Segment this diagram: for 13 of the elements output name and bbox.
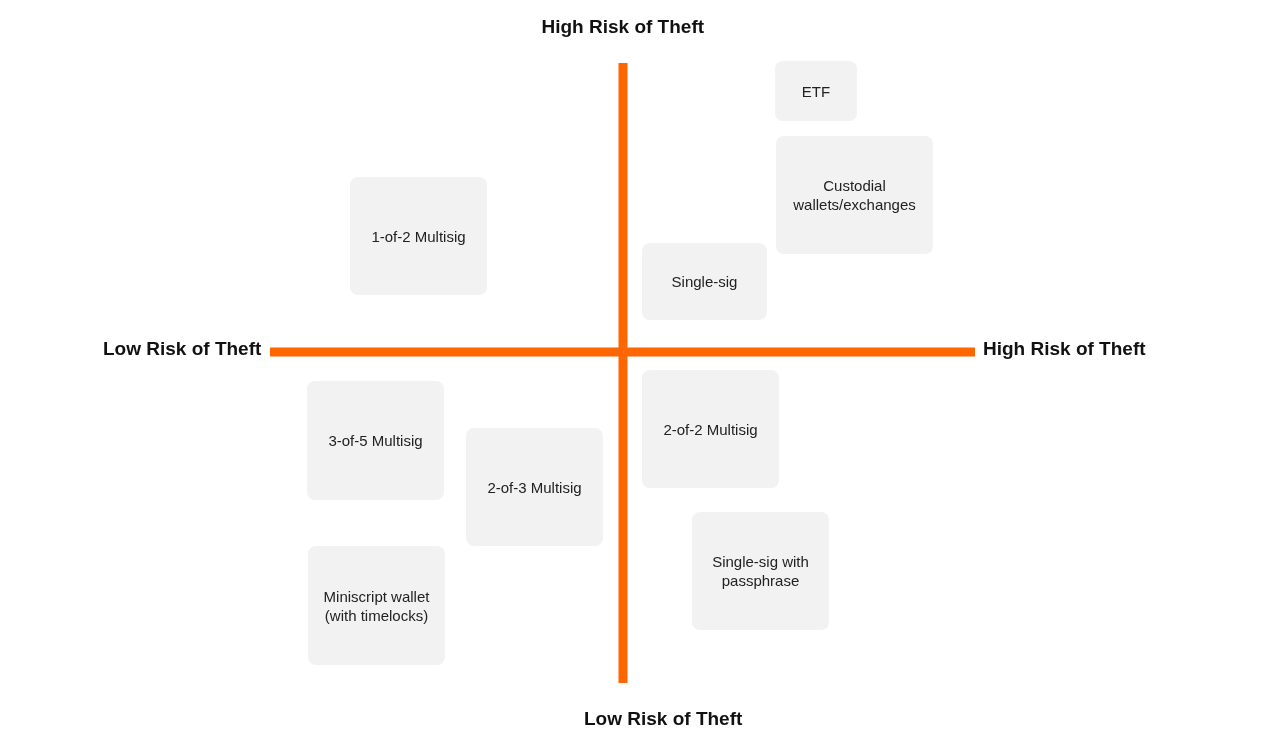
category-label: Single-sig with passphrase <box>711 552 810 590</box>
category-label: Miniscript wallet (with timelocks) <box>322 586 431 625</box>
category-label: 1-of-2 Multisig <box>371 226 466 246</box>
axis-label: High Risk of Theft <box>541 16 705 38</box>
axis-label: Low Risk of Theft <box>584 708 743 730</box>
category-label: Single-sig <box>671 272 738 291</box>
axis-label: High Risk of Theft <box>983 338 1146 360</box>
category-label: Custodial wallets/exchanges <box>792 176 917 214</box>
category-label: 2-of-2 Multisig <box>663 419 758 439</box>
axis-label: Low Risk of Theft <box>103 338 262 360</box>
category-label: 2-of-3 Multisig <box>487 477 582 497</box>
category-label: ETF <box>801 81 831 101</box>
category-label: 3-of-5 Multisig <box>328 431 423 450</box>
